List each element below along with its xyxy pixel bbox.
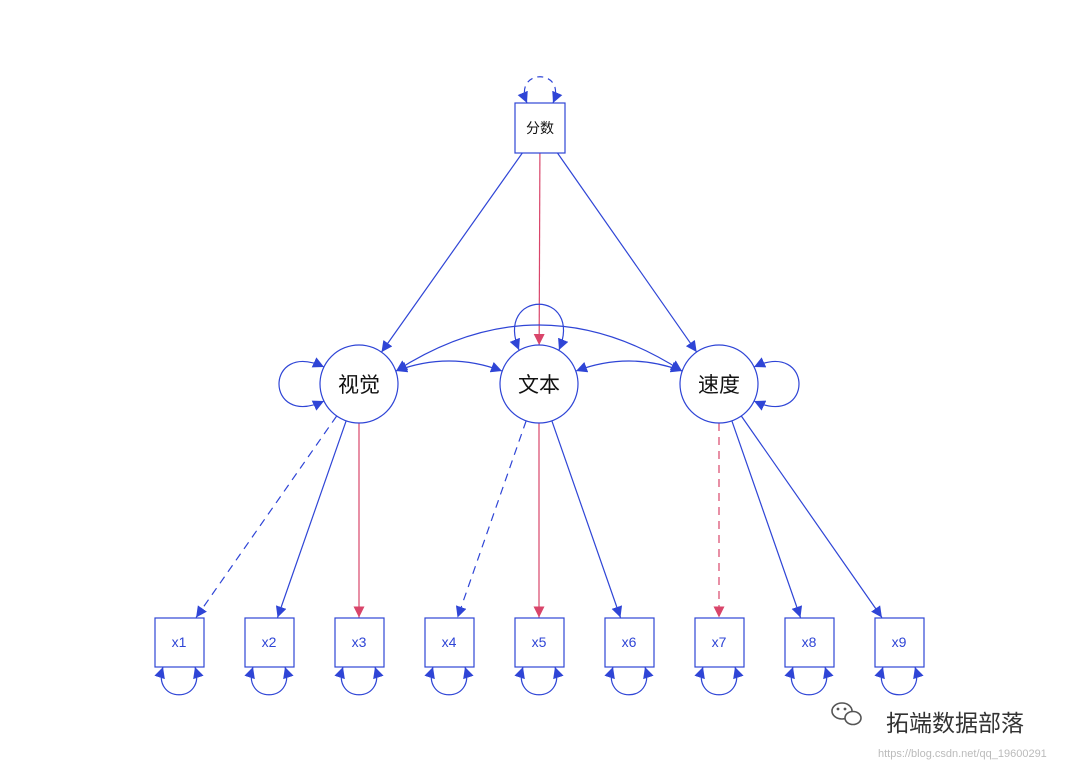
node-x1-label: x1 (172, 634, 187, 650)
variance-loops-layer (154, 76, 924, 696)
node-score-label: 分数 (526, 121, 554, 137)
node-score: 分数 (514, 102, 566, 154)
covariance-visual-speed (395, 324, 683, 372)
node-x5-label: x5 (532, 634, 547, 650)
node-x5: x5 (514, 617, 565, 668)
covariance-visual-text (395, 360, 503, 373)
node-x7-label: x7 (712, 634, 727, 650)
node-x7: x7 (694, 617, 745, 668)
covariance-text-speed (575, 360, 683, 373)
node-x4: x4 (424, 617, 475, 668)
variance-loop-x3 (334, 666, 384, 696)
node-x2: x2 (244, 617, 295, 668)
node-text-label: 文本 (518, 373, 560, 397)
variance-loop-text (509, 303, 569, 351)
node-x1: x1 (154, 617, 205, 668)
variance-loop-speed (753, 357, 800, 411)
node-x6-label: x6 (622, 634, 637, 650)
variance-loop-x7 (694, 666, 744, 696)
variance-loop-score (517, 76, 563, 104)
edge-text-x4 (455, 420, 527, 618)
edge-visual-x2 (275, 420, 347, 618)
edge-speed-x8 (731, 420, 803, 618)
node-visual-label: 视觉 (338, 373, 380, 397)
node-x8-label: x8 (802, 634, 817, 650)
node-x3-label: x3 (352, 634, 367, 650)
node-x8: x8 (784, 617, 835, 668)
variance-loop-x9 (874, 666, 924, 696)
node-x9-label: x9 (892, 634, 907, 650)
node-x4-label: x4 (442, 634, 457, 650)
node-x3: x3 (334, 617, 385, 668)
variance-loop-x2 (244, 666, 294, 696)
wechat-icon (831, 702, 862, 726)
variance-loop-x6 (604, 666, 654, 696)
node-x9: x9 (874, 617, 925, 668)
variance-loop-x5 (514, 666, 564, 696)
variance-loop-x4 (424, 666, 474, 696)
edge-score-speed (556, 152, 698, 353)
edge-text-x6 (551, 420, 623, 618)
variance-loop-x8 (784, 666, 834, 696)
watermark: 拓端数据部落 https://blog.csdn.net/qq_19600291 (831, 702, 1047, 760)
node-visual: 视觉 (319, 344, 399, 424)
node-speed: 速度 (679, 344, 759, 424)
variance-loop-x1 (154, 666, 204, 696)
node-speed-label: 速度 (698, 373, 740, 397)
node-text: 文本 (499, 344, 579, 424)
node-x6: x6 (604, 617, 655, 668)
edge-score-text (533, 152, 545, 346)
variance-loop-visual (278, 357, 325, 411)
watermark-text: 拓端数据部落 (886, 711, 1024, 737)
edges-layer (195, 152, 883, 618)
watermark-url: https://blog.csdn.net/qq_19600291 (878, 748, 1047, 760)
edge-visual-x1 (195, 415, 338, 618)
node-x2-label: x2 (262, 634, 277, 650)
edge-speed-x9 (740, 415, 883, 618)
edge-score-visual (381, 152, 523, 353)
covariance-layer (395, 324, 683, 373)
